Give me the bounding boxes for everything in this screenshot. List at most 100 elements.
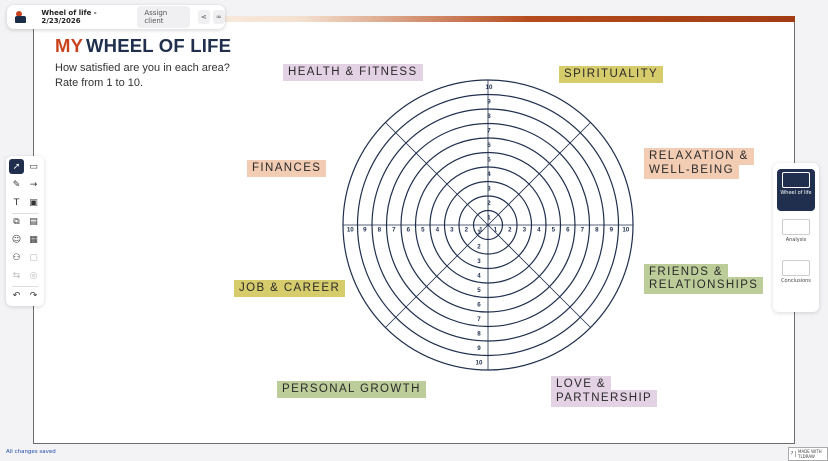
toolbar-divider [12,213,38,214]
assign-client-button[interactable]: Assign client [137,6,190,28]
scale-tick-label: 4 [487,171,491,178]
page-analysis[interactable]: Analysis [777,219,815,243]
app-logo-icon [15,11,26,23]
badge-line1: MADE WITH [798,449,822,454]
page-label: Analysis [785,237,807,243]
text-icon[interactable]: T [13,197,20,208]
scale-tick-label: 10 [486,84,493,91]
scale-tick-label: 8 [477,330,481,337]
scale-tick-label: 9 [610,227,614,234]
label-personal-growth[interactable]: PERSONAL GROWTH [277,381,426,398]
scale-tick-label: 7 [487,127,491,134]
scale-tick-label: 2 [477,243,481,250]
scale-tick-label: 10 [476,359,483,366]
title-my: MY [55,35,84,56]
label-relaxation-line2[interactable]: WELL-BEING [644,162,739,179]
document-title[interactable]: Wheel of life - 2/23/2026 [41,9,97,25]
share-icon[interactable]: ⋖ [197,10,210,24]
scale-tick-label: 4 [477,272,481,279]
scale-tick-label: 10 [622,227,629,234]
wheel-spoke [487,122,591,226]
swap-icon[interactable]: ⇆ [12,270,21,281]
instruction-text: Rate from 1 to 10. [55,77,144,89]
label-friends-line1[interactable]: FRIENDS & [644,264,728,281]
save-status: All changes saved [6,449,56,455]
title-bar: Wheel of life - 2/23/2026 Assign client … [7,5,225,29]
wheel-spoke [487,224,591,328]
scale-tick-label: 7 [392,227,396,234]
page-icon[interactable]: ▭ [29,161,38,172]
tool-palette: ➚ ▭ ✎ → T ▣ ⧉ ▤ ☺ ▦ ⚇ ▢ ⇆ ◎ ↶ ↷ [6,156,44,306]
canvas[interactable] [33,16,795,444]
header-gradient-bar [35,16,795,22]
page-conclusions[interactable]: Conclusions [777,260,815,284]
label-love-line1[interactable]: LOVE & [551,376,611,393]
scale-tick-label: 5 [477,287,481,294]
label-finances[interactable]: FINANCES [247,160,327,177]
label-love-line2[interactable]: PARTNERSHIP [551,390,658,407]
undo-icon[interactable]: ↶ [12,290,21,301]
question-text: How satisfied are you in each area? [55,62,230,74]
scale-tick-label: 8 [487,113,491,120]
pages-panel: Wheel of life Analysis Conclusions [773,163,819,312]
wheel-spoke [385,122,489,226]
scale-tick-label: 9 [487,98,491,105]
scale-tick-label: 2 [487,200,491,207]
scale-tick-label: 4 [436,227,440,234]
scale-tick-label: 1 [494,227,498,234]
scale-tick-label: 5 [421,227,425,234]
scale-tick-label: 3 [487,185,491,192]
label-job-career[interactable]: JOB & CAREER [234,280,346,297]
page-thumbnail [782,172,810,188]
label-spirituality[interactable]: SPIRITUALITY [559,66,664,83]
scale-tick-label: 2 [508,227,512,234]
link-icon[interactable]: ∞ [212,10,225,24]
image-icon[interactable]: ▣ [29,197,38,208]
help-icon[interactable]: ? [789,451,796,457]
scale-tick-label: 3 [477,258,481,265]
scale-tick-label: 5 [487,156,491,163]
scale-tick-label: 6 [407,227,411,234]
scale-tick-label: 6 [477,301,481,308]
scale-tick-label: 1 [477,229,481,236]
scale-tick-label: 7 [477,316,481,323]
label-health-fitness[interactable]: HEALTH & FITNESS [283,64,423,81]
badge-line2: TLDRAW [798,454,815,459]
scale-tick-label: 1 [487,214,491,221]
scale-tick-label: 3 [523,227,527,234]
pen-icon[interactable]: ✎ [12,179,21,190]
template-icon[interactable]: ⧉ [13,216,20,227]
page-thumbnail [782,219,810,235]
layout-icon[interactable]: ▦ [29,234,38,245]
scale-tick-label: 6 [566,227,570,234]
wheel-spoke [385,224,489,328]
scale-tick-label: 7 [581,227,585,234]
scale-tick-label: 4 [537,227,541,234]
scale-tick-label: 8 [378,227,382,234]
redo-icon[interactable]: ↷ [29,290,38,301]
select-icon[interactable]: ➚ [9,159,24,174]
label-friends-line2[interactable]: RELATIONSHIPS [644,277,764,294]
emoji-icon[interactable]: ☺ [11,234,22,245]
scale-tick-label: 6 [487,142,491,149]
page-wheel-of-life[interactable]: Wheel of life [777,169,815,211]
scale-tick-label: 8 [595,227,599,234]
users-icon[interactable]: ⚇ [12,252,21,263]
gallery-icon[interactable]: ▤ [29,216,38,227]
scale-tick-label: 9 [363,227,367,234]
page-thumbnail [782,260,810,276]
title-wheel-of-life: WHEEL OF LIFE [86,35,232,56]
scale-tick-label: 5 [552,227,556,234]
made-with-badge[interactable]: ? MADE WITH TLDRAW [788,447,828,461]
scale-tick-label: 2 [465,227,469,234]
check-icon[interactable]: ◎ [29,270,38,281]
arrow-icon[interactable]: → [29,179,38,190]
scale-tick-label: 9 [477,345,481,352]
label-relaxation-line1[interactable]: RELAXATION & [644,148,754,165]
page-label: Wheel of life [780,190,812,196]
note-icon[interactable]: ▢ [29,252,38,263]
scale-tick-label: 1 [479,227,483,234]
toolbar-divider [12,286,38,287]
page-label: Conclusions [781,278,811,284]
